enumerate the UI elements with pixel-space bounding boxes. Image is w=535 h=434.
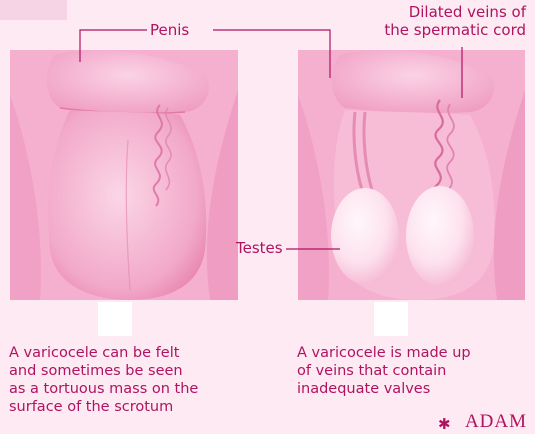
label-penis: Penis <box>150 22 189 39</box>
right-gap <box>374 302 408 336</box>
right-panel-drawing <box>298 50 525 336</box>
caption-right-line: of veins that contain <box>297 362 535 380</box>
caption-left-line: surface of the scrotum <box>9 398 249 416</box>
caption-left-line: A varicocele can be felt <box>9 344 249 362</box>
label-veins-line1: Dilated veins of <box>386 4 526 21</box>
adam-logo: ADAM <box>465 411 527 433</box>
caption-left-line: and sometimes be seen <box>9 362 249 380</box>
label-testes: Testes <box>236 240 283 257</box>
left-scrotum-shape <box>48 110 206 300</box>
caption-left: A varicocele can be felt and sometimes b… <box>9 344 249 416</box>
logo-star: ✱ <box>438 415 451 433</box>
caption-right-line: inadequate valves <box>297 380 535 398</box>
caption-right-line: A varicocele is made up <box>297 344 535 362</box>
caption-right: A varicocele is made up of veins that co… <box>297 344 535 398</box>
caption-left-line: as a tortuous mass on the <box>9 380 249 398</box>
left-panel-drawing <box>10 50 238 336</box>
left-gap <box>98 302 132 336</box>
label-veins-line2: the spermatic cord <box>368 22 526 39</box>
right-testis-shape <box>406 186 474 286</box>
left-testis-shape <box>331 188 399 284</box>
